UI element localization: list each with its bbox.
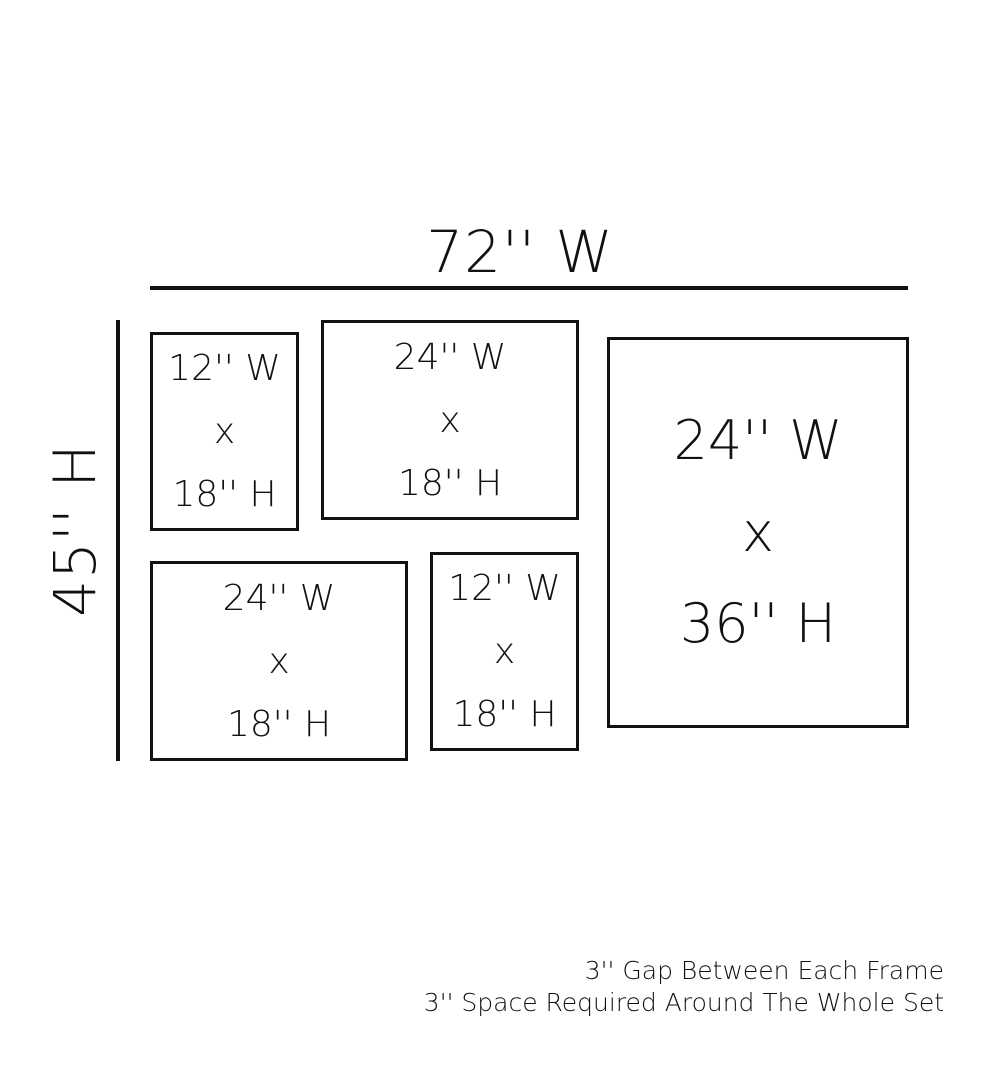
frame-5: 12'' W x 18'' H — [430, 552, 579, 751]
frame-width: 24'' W — [673, 408, 843, 472]
frame-height: 18'' H — [172, 474, 277, 515]
frame-separator: x — [213, 411, 236, 452]
frame-4: 24'' W x 18'' H — [150, 561, 408, 761]
frame-width: 24'' W — [393, 336, 507, 378]
total-width-label: 72'' W — [426, 218, 614, 286]
frame-3: 24'' W x 36'' H — [607, 337, 909, 728]
frame-separator: x — [439, 399, 461, 441]
gap-note: 3'' Gap Between Each Frame — [584, 956, 944, 985]
frame-width: 12'' W — [168, 348, 281, 389]
frame-separator: x — [268, 640, 290, 682]
frame-height: 18'' H — [226, 703, 332, 745]
height-dimension-line — [116, 320, 120, 761]
frame-separator: x — [742, 500, 774, 564]
frame-height: 36'' H — [679, 592, 837, 656]
frame-height: 18'' H — [452, 694, 557, 735]
frame-2: 24'' W x 18'' H — [321, 320, 579, 520]
notes: 3'' Gap Between Each Frame 3'' Space Req… — [424, 955, 944, 1019]
frame-width: 12'' W — [448, 568, 561, 609]
frame-height: 18'' H — [397, 462, 503, 504]
width-dimension-line — [150, 286, 908, 290]
frame-separator: x — [493, 631, 516, 672]
frame-width: 24'' W — [222, 577, 336, 619]
total-height-label: 45'' H — [41, 443, 109, 617]
frame-1: 12'' W x 18'' H — [150, 332, 299, 531]
space-note: 3'' Space Required Around The Whole Set — [423, 988, 944, 1017]
